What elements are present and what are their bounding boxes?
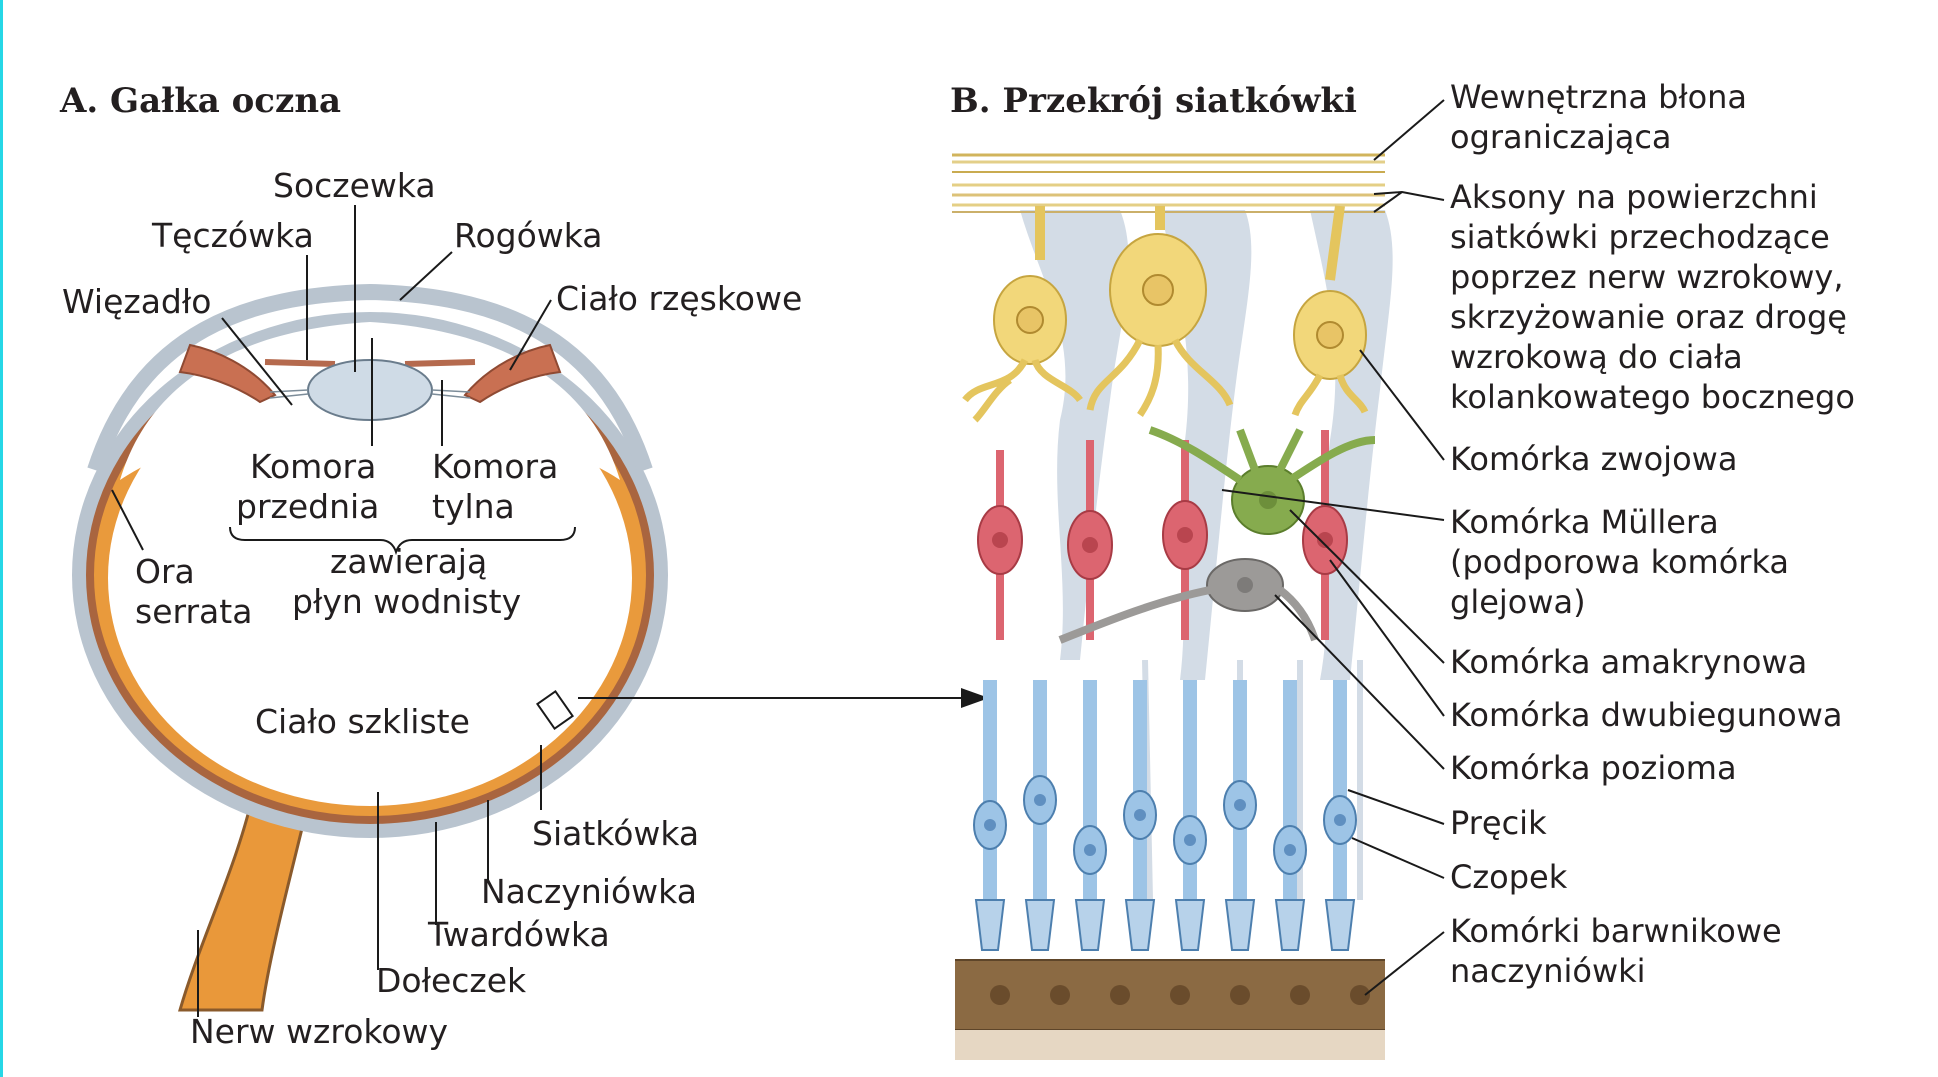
label-aksony-2: siatkówki przechodzące xyxy=(1450,218,1830,256)
label-amakrynowa: Komórka amakrynowa xyxy=(1450,643,1807,681)
label-wiezadlo: Więzadło xyxy=(62,282,211,321)
leader-muller xyxy=(1221,489,1445,521)
leader-rogowka xyxy=(399,251,453,301)
label-blona-2: ograniczająca xyxy=(1450,118,1672,156)
ciliary-body-right xyxy=(463,343,562,404)
label-aksony-5: wzrokową do ciała xyxy=(1450,338,1743,376)
leader-amakrynowa xyxy=(1289,509,1445,664)
left-edge-line xyxy=(0,0,3,1077)
label-aksony-1: Aksony na powierzchni xyxy=(1450,178,1818,216)
leader-zwojowa xyxy=(1359,349,1445,461)
chamber-brace xyxy=(229,526,576,556)
leader-blona xyxy=(1373,99,1445,161)
label-muller-1: Komórka Müllera xyxy=(1450,503,1719,541)
leader-wiezadlo xyxy=(221,317,293,406)
label-pozioma: Komórka pozioma xyxy=(1450,749,1737,787)
label-aksony-3: poprzez nerw wzrokowy, xyxy=(1450,258,1844,296)
leader-dwubiegunowa xyxy=(1329,559,1445,717)
panel-a-eyeball: A. Gałka oczna Soczewka Tęczówka Rogówka… xyxy=(59,81,989,1051)
label-teczowka: Tęczówka xyxy=(151,216,314,255)
panel-b-retina: B. Przekrój siatkówki xyxy=(950,78,1855,1060)
leader-pozioma xyxy=(1274,594,1445,770)
horizontal-cell xyxy=(1058,558,1319,644)
label-muller-2: (podporowa komórka xyxy=(1450,543,1789,581)
inner-limiting-membrane xyxy=(952,153,1385,173)
panel-a-leaders xyxy=(111,205,552,1017)
label-aksony-6: kolankowatego bocznego xyxy=(1450,378,1855,416)
label-barwnikowe-2: naczyniówki xyxy=(1450,952,1646,990)
label-zawieraja-1: zawierają xyxy=(330,542,487,581)
label-nerw: Nerw wzrokowy xyxy=(190,1012,448,1051)
label-zwojowa: Komórka zwojowa xyxy=(1450,440,1737,478)
cornea-rim xyxy=(87,283,653,473)
leader-precik xyxy=(1347,789,1445,825)
ganglion-cells xyxy=(962,205,1369,423)
label-blona-1: Wewnętrzna błona xyxy=(1450,78,1747,116)
label-komora-przednia-1: Komora xyxy=(250,447,376,486)
panel-b-title: B. Przekrój siatkówki xyxy=(950,81,1357,121)
ciliary-body-left xyxy=(178,343,277,404)
label-czopek: Czopek xyxy=(1450,858,1568,896)
leader-czopek xyxy=(1351,837,1445,879)
label-komora-tylna-1: Komora xyxy=(432,447,558,486)
label-zawieraja-2: płyn wodnisty xyxy=(292,582,521,621)
iris-left xyxy=(264,359,336,367)
label-ora-2: serrata xyxy=(135,592,252,631)
label-ora-1: Ora xyxy=(135,552,195,591)
label-rogowka: Rogówka xyxy=(454,216,603,255)
label-barwnikowe-1: Komórki barwnikowe xyxy=(1450,912,1782,950)
leader-cialo-rzeskowe xyxy=(509,299,552,371)
panel-b-leaders xyxy=(1221,99,1445,996)
leader-barwnikowe xyxy=(1364,931,1445,996)
iris-right xyxy=(404,359,476,367)
label-precik: Pręcik xyxy=(1450,804,1547,842)
label-cialo-szkliste: Ciało szkliste xyxy=(255,702,470,741)
leader-ora xyxy=(111,489,144,551)
label-siatkowka: Siatkówka xyxy=(532,814,699,853)
label-komora-tylna-2: tylna xyxy=(432,487,515,526)
label-dwubiegunowa: Komórka dwubiegunowa xyxy=(1450,696,1843,734)
label-soczewka: Soczewka xyxy=(273,166,436,205)
leader-aksony xyxy=(1373,190,1445,213)
label-muller-3: glejowa) xyxy=(1450,583,1586,621)
label-aksony-4: skrzyżowanie oraz drogę xyxy=(1450,298,1847,336)
label-doleczek: Dołeczek xyxy=(376,961,527,1000)
pigment-epithelium xyxy=(955,959,1385,1060)
axon-layer xyxy=(952,183,1385,213)
lens xyxy=(307,359,433,421)
label-komora-przednia-2: przednia xyxy=(236,487,379,526)
amacrine-cell xyxy=(1148,426,1376,535)
bipolar-cells xyxy=(977,430,1348,640)
optic-nerve xyxy=(178,783,312,1012)
photoreceptors xyxy=(973,680,1357,951)
label-twardowka: Twardówka xyxy=(427,915,610,954)
label-cialo-rzeskowe: Ciało rzęskowe xyxy=(556,279,802,318)
zonule-fibers xyxy=(269,389,471,399)
retina-sample-box xyxy=(535,690,575,730)
vitreous-body xyxy=(108,350,632,806)
label-naczyniowka: Naczyniówka xyxy=(481,872,697,911)
panel-a-title: A. Gałka oczna xyxy=(59,81,341,121)
